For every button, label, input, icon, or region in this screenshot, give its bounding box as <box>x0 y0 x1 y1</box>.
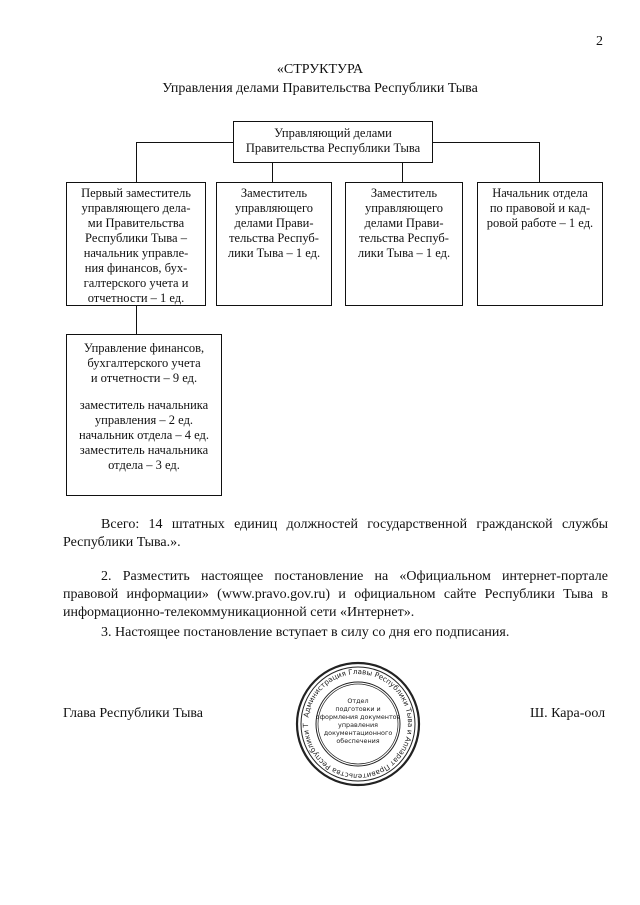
box-line: по правовой и кад- <box>489 201 591 215</box>
box-line: ми Правительства <box>87 216 185 230</box>
box-line: Заместитель <box>370 186 438 200</box>
first-deputy-box: Первый заместитель управляющего дела- ми… <box>66 182 206 306</box>
deputy-box-1: Заместитель управляющего делами Прави- т… <box>216 182 332 306</box>
box-line: ния финансов, бух- <box>84 261 188 275</box>
stamp-center-line: оформления документов <box>316 713 401 721</box>
box-line: управления – 2 ед. <box>94 413 194 427</box>
box-line: Управление финансов, <box>83 341 205 355</box>
box-line: лики Тыва – 1 ед. <box>227 246 321 260</box>
structure-subtitle: Управления делами Правительства Республи… <box>162 81 478 96</box>
top-box-line-2: Правительства Республики Тыва <box>245 141 421 155</box>
structure-title: «СТРУКТУРА <box>276 62 364 77</box>
legal-hr-head-box: Начальник отдела по правовой и кад- рово… <box>477 182 603 306</box>
box-line: лики Тыва – 1 ед. <box>357 246 451 260</box>
total-text: Всего: 14 штатных единиц должностей госу… <box>63 517 608 550</box>
finance-department-box: Управление финансов, бухгалтерского учет… <box>66 334 222 496</box>
box-line: управляющего <box>234 201 314 215</box>
managing-director-box: Управляющий делами Правительства Республ… <box>233 121 433 163</box>
connector-left <box>136 142 137 182</box>
box-line: Республики Тыва – <box>85 231 187 245</box>
item-2-text: 2. Разместить настоящее постановление на… <box>63 569 608 620</box>
box-line: тельства Респуб- <box>359 231 449 245</box>
box-line: Первый заместитель <box>81 186 191 200</box>
box-line: управляющего <box>364 201 444 215</box>
signatory-name: Ш. Кара-оол <box>530 706 606 721</box>
box-line: Начальник отдела <box>492 186 588 200</box>
total-paragraph: Всего: 14 штатных единиц должностей госу… <box>63 516 608 552</box>
box-line: ровой работе – 1 ед. <box>486 216 594 230</box>
top-box-line-1: Управляющий делами <box>274 126 392 140</box>
box-line: галтерского учета и <box>83 276 189 290</box>
item-3-paragraph: 3. Настоящее постановление вступает в си… <box>63 624 608 642</box>
box-line: Заместитель <box>240 186 308 200</box>
page-number: 2 <box>596 34 603 49</box>
box-line: заместитель начальника <box>79 398 209 412</box>
connector-down <box>136 306 137 334</box>
box-line: и отчетности – 9 ед. <box>90 371 198 385</box>
box-line: отчетности – 1 ед. <box>87 291 185 305</box>
box-line: начальник управле- <box>83 246 189 260</box>
connector-mid-right <box>402 163 403 182</box>
stamp-center-line: Отдел <box>347 697 368 705</box>
box-line: бухгалтерского учета <box>87 356 201 370</box>
connector-mid-left <box>272 163 273 182</box>
box-line: управляющего дела- <box>81 201 191 215</box>
box-line: отдела – 3 ед. <box>108 458 180 472</box>
box-line: делами Прави- <box>364 216 444 230</box>
item-2-paragraph: 2. Разместить настоящее постановление на… <box>63 568 608 622</box>
box-spacer <box>71 386 217 398</box>
signatory-position: Глава Республики Тыва <box>63 706 204 721</box>
box-line: начальник отдела – 4 ед. <box>78 428 210 442</box>
stamp-center-line: документационного <box>324 729 393 737</box>
stamp-svg: Администрация Главы Республики Тыва и Ап… <box>294 660 421 787</box>
box-line: тельства Респуб- <box>229 231 319 245</box>
stamp-center-line: обеспечения <box>336 737 379 745</box>
box-line: заместитель начальника <box>79 443 209 457</box>
official-stamp: Администрация Главы Республики Тыва и Ап… <box>294 660 422 788</box>
stamp-center-line: подготовки и <box>335 705 380 713</box>
item-3-text: 3. Настоящее постановление вступает в си… <box>101 625 510 640</box>
deputy-box-2: Заместитель управляющего делами Прави- т… <box>345 182 463 306</box>
box-line: делами Прави- <box>234 216 314 230</box>
stamp-center-line: управления <box>338 721 378 729</box>
connector-right <box>539 142 540 182</box>
